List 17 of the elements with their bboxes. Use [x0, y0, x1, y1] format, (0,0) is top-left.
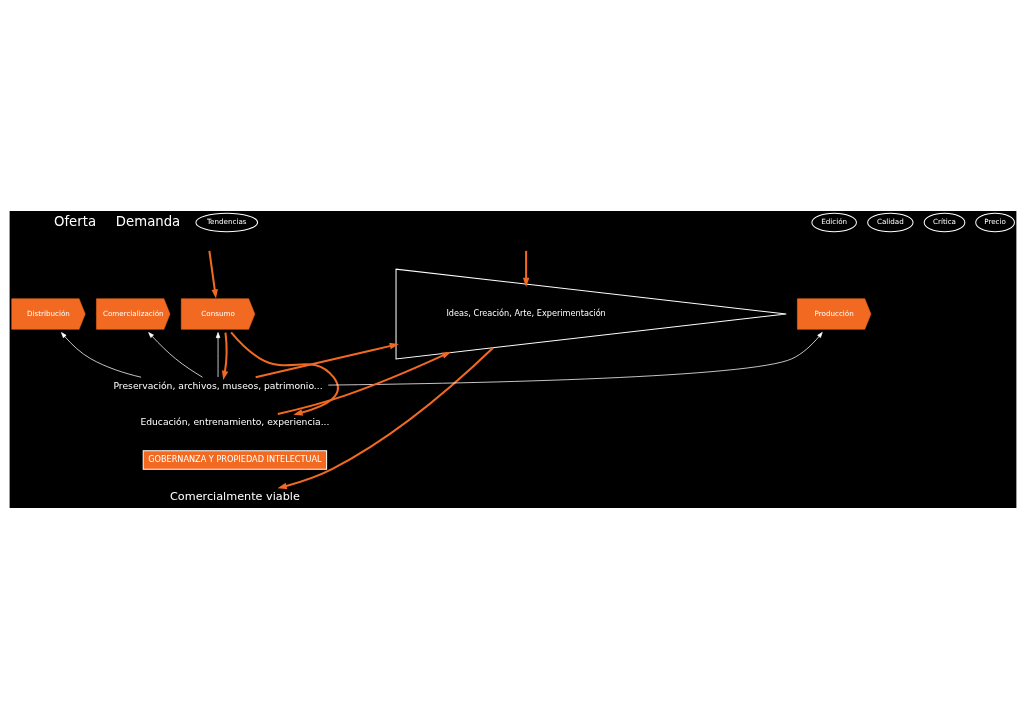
label: Demanda	[115, 213, 181, 229]
arrow	[148, 332, 203, 378]
node-text: Preservación, archivos, museos, patrimonio...	[113, 379, 323, 391]
node-text: Comercialmente viable	[170, 489, 300, 503]
arrow	[221, 332, 229, 381]
node-text: Educación, entrenamiento, experiencia...	[140, 416, 330, 428]
arrow	[327, 332, 823, 386]
arrow	[215, 332, 221, 378]
node-box: GOBERNANZA Y PROPIEDAD INTELECTUAL	[142, 450, 328, 470]
arrow	[522, 250, 530, 288]
arrow	[230, 331, 339, 416]
arrow	[208, 250, 218, 299]
arrow	[61, 332, 142, 378]
label: Oferta	[53, 213, 97, 229]
arrow	[277, 351, 452, 415]
arrow	[277, 347, 494, 490]
arrow	[255, 342, 399, 379]
